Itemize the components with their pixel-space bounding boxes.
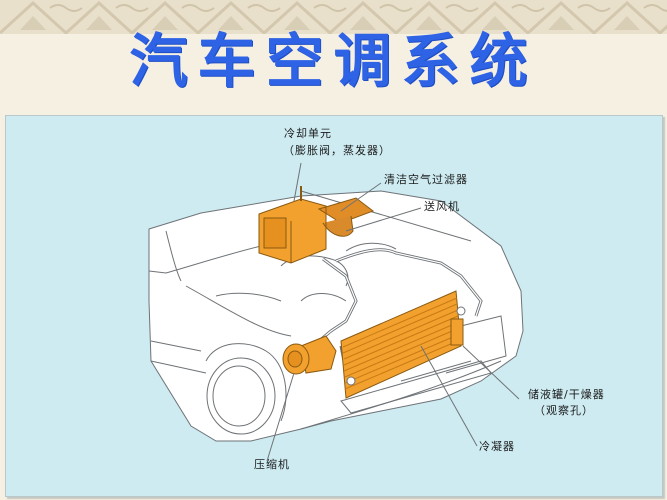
label-compressor: 压缩机 bbox=[254, 458, 290, 471]
car-ac-system-illustration bbox=[148, 162, 524, 462]
cooling-unit-component bbox=[258, 186, 375, 264]
receiver-dryer-component bbox=[450, 306, 466, 346]
label-blower: 送风机 bbox=[424, 200, 460, 213]
diagram-panel: 冷却单元 （膨胀阀，蒸发器） 清洁空气过滤器 送风机 储液罐/干燥器 （观察孔）… bbox=[5, 115, 663, 497]
triangle-pattern-icon bbox=[0, 0, 667, 34]
label-condenser: 冷凝器 bbox=[479, 440, 515, 453]
page-title: 汽车空调系统 bbox=[129, 27, 538, 95]
label-receiver-dryer: 储液罐/干燥器 bbox=[528, 388, 605, 401]
label-cooling-unit: 冷却单元 bbox=[284, 127, 332, 140]
label-receiver-dryer-detail: （观察孔） bbox=[534, 404, 594, 417]
compressor-component bbox=[282, 335, 337, 375]
decorative-header-border bbox=[0, 0, 667, 34]
condenser-component bbox=[340, 290, 462, 399]
label-cooling-unit-detail: （膨胀阀，蒸发器） bbox=[283, 144, 391, 157]
label-air-filter: 清洁空气过滤器 bbox=[384, 173, 468, 186]
